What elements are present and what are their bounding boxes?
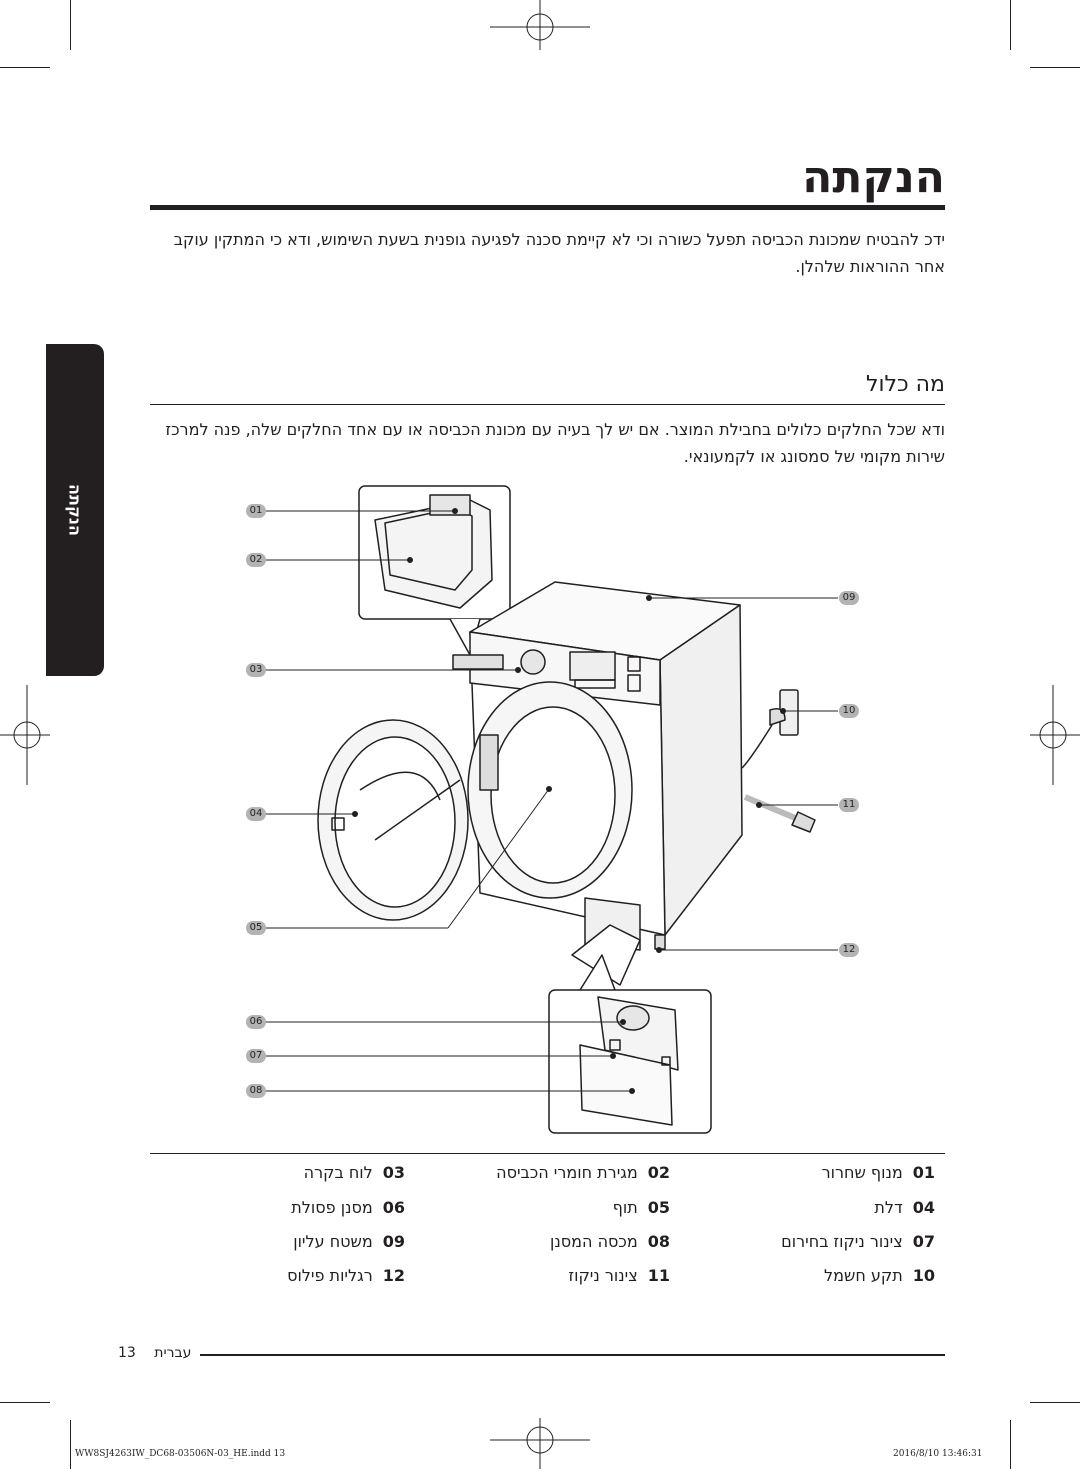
page-footer: 13 עברית [118,1345,191,1361]
legend-item: 01מנוף שחרור [821,1163,935,1182]
intro-paragraph: ידכ להבטיח שמכונת הכביסה תפעל כשורה וכי … [173,230,945,276]
print-slug-file: WW8SJ4263IW_DC68-03506N-03_HE.indd 13 [75,1449,286,1459]
footer-rule [200,1354,945,1356]
legend-divider [150,1153,945,1154]
callout-10: 10 [839,704,859,718]
callout-11: 11 [839,798,859,812]
legend-item: 04דלת [874,1198,935,1217]
section-heading: מה כלול [866,372,945,397]
callout-03: 03 [246,663,266,677]
section-divider [150,404,945,405]
callout-04: 04 [246,807,266,821]
section-paragraph: ודא שכל החלקים כלולים בחבילת המוצר. אם י… [165,420,945,466]
side-tab: הנקתה [46,344,104,676]
crop-mark [1030,67,1080,68]
crop-mark [1030,1402,1080,1403]
callout-12: 12 [839,943,859,957]
title-divider [150,205,945,210]
crop-mark [1010,1420,1011,1469]
crop-mark [70,1420,71,1469]
crop-mark [0,1402,50,1403]
legend-item: 07צינור ניקוז בחירום [781,1232,935,1251]
page-title: הנקתה [802,152,945,203]
legend-item: 06מסנן פסולת [291,1198,405,1217]
page-language: עברית [154,1345,192,1361]
callout-05: 05 [246,921,266,935]
callout-01: 01 [246,504,266,518]
legend-item: 10תקע חשמל [824,1266,935,1285]
legend-item: 03לוח בקרה [303,1163,405,1182]
callout-09: 09 [839,591,859,605]
legend-item: 02מגירת חומרי הכביסה [496,1163,670,1182]
legend-item: 09משטח עליון [293,1232,405,1251]
callout-02: 02 [246,553,266,567]
crop-mark [0,67,50,68]
legend-item: 08מכסה המסנן [550,1232,670,1251]
print-slug-date: 2016/8/10 13:46:31 [893,1449,983,1459]
callout-07: 07 [246,1049,266,1063]
callout-08: 08 [246,1084,266,1098]
callout-06: 06 [246,1015,266,1029]
crop-mark [1010,0,1011,50]
legend-item: 05תוף [612,1198,670,1217]
legend-item: 11צינור ניקוז [568,1266,670,1285]
legend-item: 12רגליות פילוס [287,1266,405,1285]
page-number: 13 [118,1345,136,1361]
crop-mark [70,0,71,50]
